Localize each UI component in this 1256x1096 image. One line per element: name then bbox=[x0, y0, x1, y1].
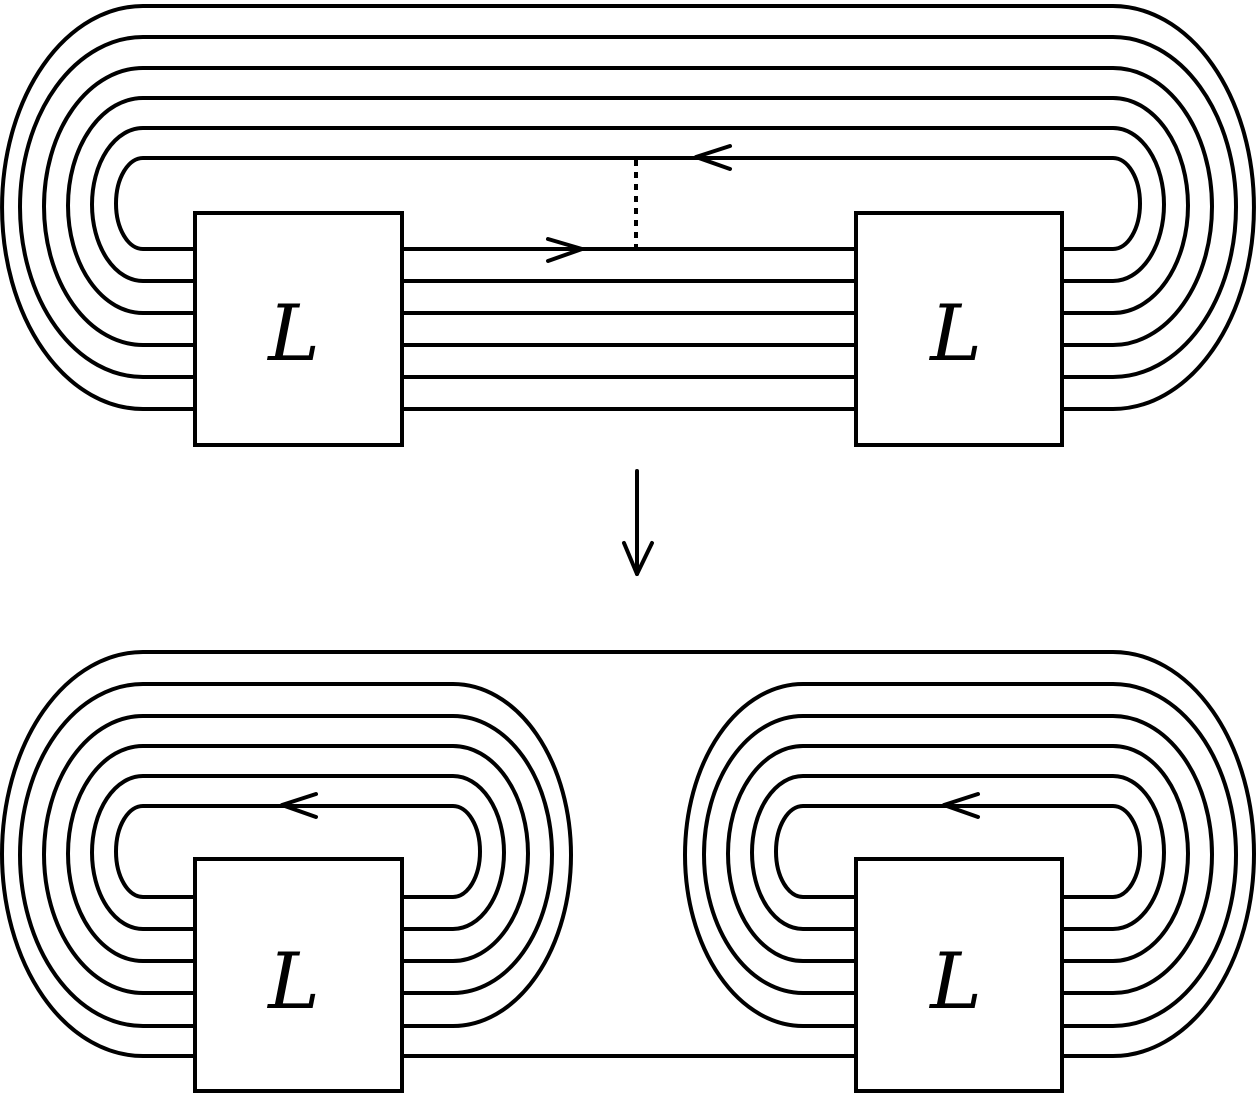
top-outer-arcs bbox=[0, 4, 1256, 411]
bottom-left-arcs bbox=[18, 682, 573, 1028]
top-arc-3 bbox=[66, 96, 1190, 315]
top-arc-5 bbox=[18, 35, 1238, 379]
bottom-right-box: L bbox=[854, 857, 1064, 1093]
top-arc-1 bbox=[114, 156, 1142, 251]
top-configuration: L L bbox=[0, 4, 1256, 447]
bottom-configuration: L L bbox=[0, 650, 1256, 1093]
top-left-box-label: L bbox=[266, 289, 320, 379]
bottom-right-arcs bbox=[683, 682, 1238, 1028]
bottom-left-arc-3 bbox=[66, 744, 530, 963]
bottom-left-arc-5 bbox=[18, 682, 573, 1028]
bottom-left-arrowhead bbox=[280, 792, 318, 819]
bottom-right-arc-2 bbox=[750, 774, 1166, 931]
bottom-left-tangle-box bbox=[193, 857, 404, 1093]
top-left-tangle-box bbox=[193, 211, 404, 447]
bottom-left-arc-1 bbox=[114, 804, 482, 899]
top-arc-4 bbox=[42, 66, 1214, 347]
top-right-tangle-box bbox=[854, 211, 1064, 447]
top-right-box-label: L bbox=[928, 289, 982, 379]
bottom-right-arc-5 bbox=[683, 682, 1238, 1028]
down-arrow-head bbox=[622, 541, 654, 576]
bottom-right-tangle-box bbox=[854, 857, 1064, 1093]
top-middle-strands bbox=[402, 247, 856, 411]
top-right-box: L bbox=[854, 211, 1064, 447]
bottom-outer-connecting-strand bbox=[0, 650, 1256, 1058]
transition-arrow bbox=[622, 469, 654, 576]
top-arc-6 bbox=[0, 4, 1256, 411]
top-left-box: L bbox=[193, 211, 404, 447]
bottom-right-arc-1 bbox=[774, 804, 1142, 899]
top-right-pointing-arrowhead bbox=[546, 237, 584, 263]
bottom-left-arc-2 bbox=[90, 774, 506, 931]
bottom-left-arc-4 bbox=[42, 714, 554, 995]
top-arc-2 bbox=[90, 126, 1166, 283]
bottom-left-box-label: L bbox=[266, 937, 320, 1027]
bottom-left-box: L bbox=[193, 857, 404, 1093]
top-left-pointing-arrowhead bbox=[694, 144, 732, 171]
bottom-right-arc-4 bbox=[702, 714, 1214, 995]
bottom-right-arrowhead bbox=[942, 792, 980, 819]
bottom-right-box-label: L bbox=[928, 937, 982, 1027]
bottom-right-arc-3 bbox=[726, 744, 1190, 963]
